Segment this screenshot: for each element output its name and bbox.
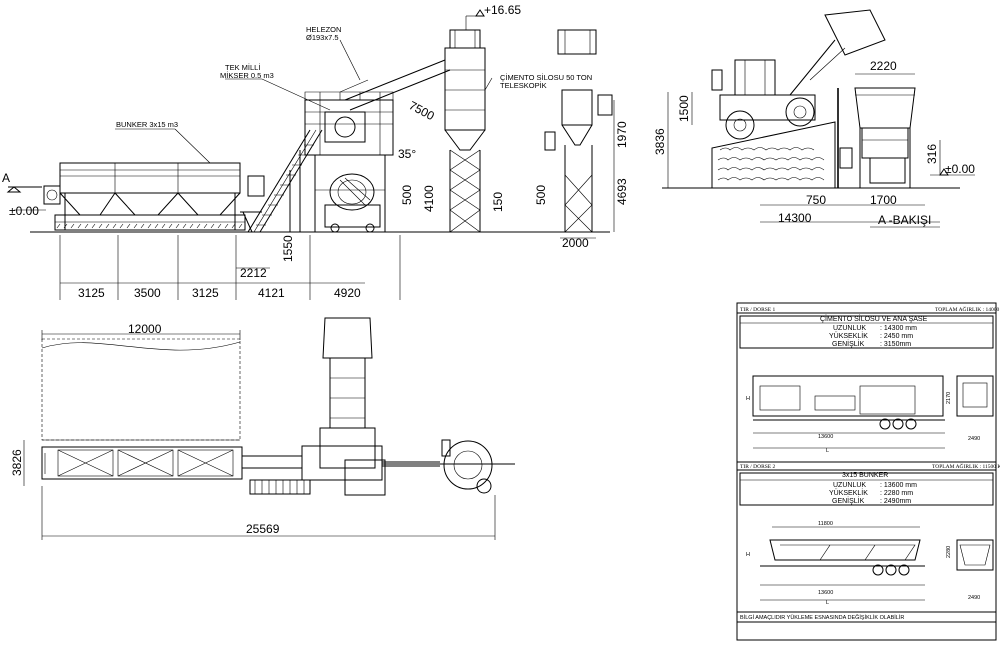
panel1-row-yukseklik-value: : 2450 mm — [880, 333, 913, 340]
dim-3500: 3500 — [134, 286, 161, 300]
panel2-row-uzunluk-value: : 13600 mm — [880, 482, 917, 489]
dim-25569: 25569 — [246, 522, 280, 536]
elevation-zero-left: ±0.00 — [9, 204, 39, 218]
panel2-header-right: TOPLAM AĞIRLIK : 11500 KG — [932, 462, 1000, 470]
panel2-trailer-drawing: 11800 — [760, 521, 994, 576]
panel2-dim-top: 11800 — [818, 521, 833, 527]
cimento-silosu-label: ÇİMENTO SİLOSU 50 TON — [500, 73, 592, 82]
dim-500-b: 500 — [534, 185, 548, 205]
elevation-top: +16.65 — [484, 3, 521, 17]
panel2-h-label: H — [746, 552, 750, 558]
dim-2000: 2000 — [562, 236, 589, 250]
dim-750: 750 — [806, 193, 826, 207]
panel2-row-yukseklik-value: : 2280 mm — [880, 490, 913, 497]
panel1-dim-len: 13600 — [818, 434, 833, 440]
panel2-dim-w: 2490 — [968, 595, 980, 601]
side-view-a: 2220 1500 3836 316 ±0.00 750 1700 14300 … — [653, 9, 975, 228]
panel1-header-left: TIR / DORSE 1 — [740, 307, 776, 313]
dim-4100: 4100 — [422, 185, 436, 212]
receiving-hopper — [839, 87, 918, 189]
dim-1550: 1550 — [281, 235, 295, 262]
cement-silo — [444, 29, 486, 233]
dim-7500: 7500 — [407, 98, 437, 123]
dim-316: 316 — [925, 144, 939, 164]
panel1-title: ÇİMENTO SİLOSU VE ANA ŞASE — [820, 314, 928, 323]
a-bakisi-title: A -BAKIŞI — [878, 213, 931, 227]
dim-2212: 2212 — [240, 266, 267, 280]
dim-1700: 1700 — [870, 193, 897, 207]
plan-bunker — [41, 446, 243, 480]
dim-35-deg: 35° — [398, 147, 416, 161]
plan-truck — [319, 317, 386, 496]
skip-conveyor — [240, 129, 323, 233]
dim-150: 150 — [491, 192, 505, 212]
bunker-drawing — [43, 162, 246, 231]
footer-note: BİLGİ AMAÇLIDIR YÜKLEME ESNASINDA DEĞİŞİ… — [740, 614, 904, 621]
dim-1500: 1500 — [677, 95, 691, 122]
dim-4920: 4920 — [334, 286, 361, 300]
panel2-title: 3x15 BUNKER — [842, 472, 888, 479]
panel2-dim-h: 2280 — [946, 546, 952, 558]
mixer-tower — [304, 91, 394, 233]
plan-view: 12000 3826 25569 — [10, 317, 515, 540]
mikser-label: MİKSER 0.5 m3 — [220, 71, 274, 80]
dim-4693: 4693 — [615, 178, 629, 205]
panel1-h-label: H — [746, 396, 750, 402]
elevation-zero-right: ±0.00 — [945, 162, 975, 176]
panel2-row-yukseklik-key: YÜKSEKLİK — [829, 488, 868, 497]
panel2-row-genislik-value: : 2490mm — [880, 498, 911, 505]
silo-side-view — [544, 29, 613, 233]
helezon-label: HELEZON — [306, 25, 341, 34]
dim-14300: 14300 — [778, 211, 812, 225]
tek-milli-label: TEK MİLLİ — [225, 63, 260, 72]
dim-1970: 1970 — [615, 121, 629, 148]
panel1-row-yukseklik-key: YÜKSEKLİK — [829, 331, 868, 340]
panel1-row-uzunluk-value: : 14300 mm — [880, 325, 917, 332]
transport-panels: TIR / DORSE 1 TOPLAM AĞIRLIK : 14000 KG … — [736, 302, 1000, 641]
panel1-l-label: L — [826, 448, 829, 454]
dim-3125-b: 3125 — [192, 286, 219, 300]
helezon-dim-label: Ø193x7.5 — [306, 33, 339, 42]
panel1-row-genislik-key: GENİŞLİK — [832, 339, 865, 348]
wheel-loader — [711, 9, 886, 140]
dim-4121: 4121 — [258, 286, 285, 300]
dim-3826: 3826 — [10, 449, 24, 476]
panel2-row-uzunluk-key: UZUNLUK — [833, 482, 866, 489]
panel1-trailer-drawing — [752, 375, 994, 430]
dim-3836: 3836 — [653, 128, 667, 155]
panel1-header-right: TOPLAM AĞIRLIK : 14000 KG — [935, 305, 1000, 313]
screw-conveyor — [339, 59, 451, 111]
panel1-dim-h: 2170 — [946, 392, 952, 404]
dim-12000: 12000 — [128, 322, 162, 336]
teleskopik-label: TELESKOPİK — [500, 81, 547, 90]
view-a-arrow-label: A — [2, 171, 10, 185]
panel2-dim-len: 13600 — [818, 590, 833, 596]
front-elevation: A ±0.00 BUN — [2, 3, 629, 300]
panel1-row-uzunluk-key: UZUNLUK — [833, 325, 866, 332]
panel1-row-genislik-value: : 3150mm — [880, 341, 911, 348]
panel2-l-label: L — [826, 600, 829, 606]
panel1-dim-w: 2490 — [968, 436, 980, 442]
panel2-row-genislik-key: GENİŞLİK — [832, 496, 865, 505]
dim-3125-a: 3125 — [78, 286, 105, 300]
dim-500-a: 500 — [400, 185, 414, 205]
panel2-header-left: TIR / DORSE 2 — [740, 464, 776, 470]
bunker-label: BUNKER 3x15 m3 — [116, 120, 178, 129]
dim-2220: 2220 — [870, 59, 897, 73]
